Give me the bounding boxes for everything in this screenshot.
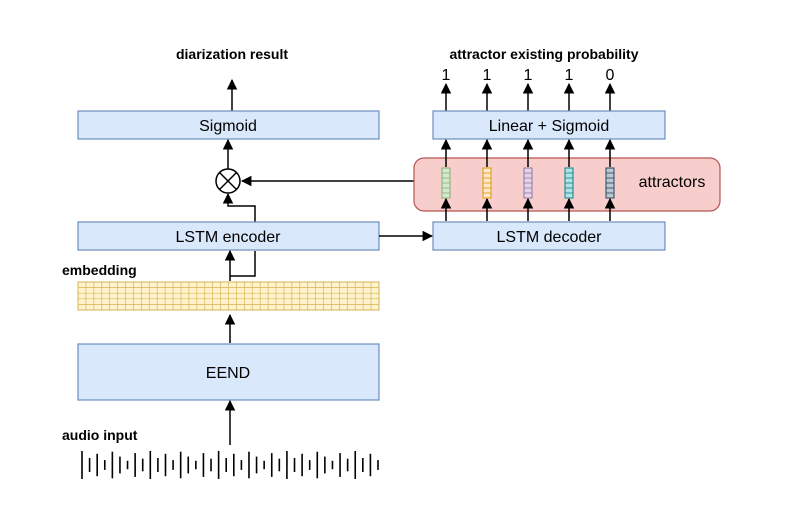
probability-value: 1 — [483, 67, 492, 84]
sigmoid-label: Sigmoid — [199, 118, 257, 135]
probability-values: 1 1 1 1 0 — [440, 67, 616, 111]
diarization-result-label: diarization result — [176, 46, 288, 62]
probability-value: 1 — [442, 67, 451, 84]
eend-label: EEND — [206, 365, 250, 382]
embedding-label: embedding — [62, 262, 137, 278]
multiply-node — [215, 168, 241, 194]
audio-input-label: audio input — [62, 427, 138, 443]
attractor-probability-label: attractor existing probability — [449, 46, 638, 62]
eend-block: EEND — [77, 343, 380, 401]
attractor-vector — [441, 167, 451, 199]
linear-sigmoid-label: Linear + Sigmoid — [489, 118, 610, 135]
lstm-decoder-label: LSTM decoder — [497, 229, 603, 246]
attractor-vector — [523, 167, 533, 199]
lstm-encoder-label: LSTM encoder — [176, 229, 282, 246]
attractors-label: attractors — [639, 174, 706, 191]
probability-value: 1 — [524, 67, 533, 84]
lstm-encoder-block: LSTM encoder — [77, 221, 380, 251]
skip-connection — [230, 251, 256, 277]
attractor-vector — [482, 167, 492, 199]
probability-value: 1 — [565, 67, 574, 84]
attractor-vector — [564, 167, 574, 199]
sigmoid-block: Sigmoid — [77, 110, 380, 140]
attractor-vectors — [440, 138, 616, 221]
attractor-vector — [605, 167, 615, 199]
audio-waveform — [81, 451, 379, 479]
embedding-grid — [77, 281, 380, 311]
arrow-encoder-to-multiply — [222, 192, 256, 222]
linear-sigmoid-block: Linear + Sigmoid — [432, 110, 666, 140]
lstm-decoder-block: LSTM decoder — [432, 221, 666, 251]
probability-value: 0 — [606, 67, 615, 84]
